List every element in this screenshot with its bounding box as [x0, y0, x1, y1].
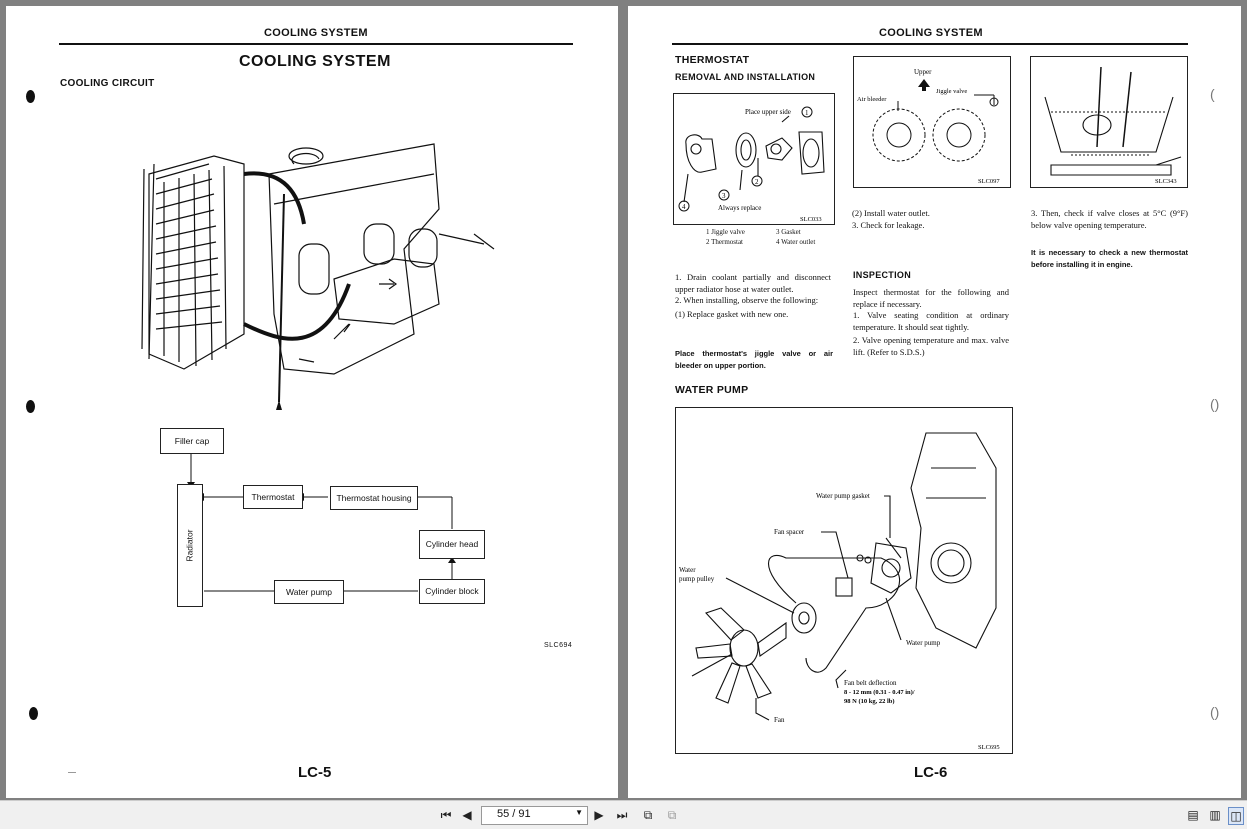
fig4-pump: Water pump: [906, 639, 941, 647]
fig4-deflect: Fan belt deflection: [844, 679, 897, 687]
legend-item: 3 Gasket: [776, 228, 801, 236]
fig4-spacer: Fan spacer: [774, 528, 805, 536]
radiator-label: Radiator: [184, 529, 195, 562]
fig4-pulley-line1: Water: [679, 566, 696, 574]
para: 2. Valve opening temperature and max. va…: [853, 335, 1009, 357]
para: (1) Replace gasket with new one.: [675, 308, 789, 319]
binder-mark: (): [1210, 704, 1220, 720]
running-header: COOLING SYSTEM: [879, 27, 983, 39]
section-heading: COOLING CIRCUIT: [60, 78, 155, 89]
flow-thermostat: Thermostat: [243, 485, 303, 509]
para: 1. Valve seating condition at ordinary t…: [853, 310, 1009, 332]
flow-radiator: Radiator: [177, 484, 203, 607]
fig2-upper: Upper: [914, 68, 932, 76]
col3-note: It is necessary to check a new thermosta…: [1031, 248, 1188, 269]
section-thermostat: THERMOSTAT: [675, 54, 750, 66]
flow-filler-cap: Filler cap: [160, 428, 224, 454]
section-inspection: INSPECTION: [853, 270, 912, 280]
fig4-fan: Fan: [774, 716, 785, 724]
col3-step: 3. Then, check if valve closes at 5°C (9…: [1031, 208, 1188, 230]
page-number: LC-5: [298, 764, 332, 781]
right-page: COOLING SYSTEM THERMOSTAT REMOVAL AND IN…: [628, 6, 1241, 798]
previous-page-icon[interactable]: ◀: [462, 808, 472, 822]
fig1-code: SLC033: [800, 216, 822, 223]
fig1-callout-3: 3: [722, 192, 726, 200]
figure-code: SLC694: [544, 642, 573, 649]
running-header: COOLING SYSTEM: [264, 27, 368, 39]
para: Inspect thermostat for the following and…: [853, 287, 1009, 309]
chevron-down-icon: ▼: [575, 808, 583, 817]
binder-hole: [26, 90, 35, 103]
binder-hole: [29, 707, 38, 720]
col2-steps: (2) Install water outlet. 3. Check for l…: [852, 208, 1012, 231]
col1-note: Place thermostat's jiggle valve or air b…: [675, 349, 833, 370]
para: 1. Drain coolant partially and disconnec…: [675, 272, 831, 294]
header-rule: [59, 43, 573, 45]
step: (2) Install water outlet.: [852, 208, 930, 218]
fig1-callout-4: 4: [682, 203, 686, 211]
flow-water-pump: Water pump: [274, 580, 344, 604]
single-page-icon[interactable]: ▤: [1187, 808, 1199, 822]
flow-thermostat-housing: Thermostat housing: [330, 486, 418, 510]
fig1-legend-left: 1 Jiggle valve 2 Thermostat: [706, 227, 776, 247]
legend-item: 2 Thermostat: [706, 238, 744, 246]
fig1-callout-2: 2: [755, 178, 759, 186]
page-select[interactable]: 55 / 91 ▼: [481, 806, 588, 825]
fig1-place-upper: Place upper side: [745, 108, 791, 116]
fig2-jiggle: Jiggle valve: [936, 88, 967, 95]
fig2-code: SLC097: [978, 178, 1000, 185]
flow-cylinder-block: Cylinder block: [419, 579, 485, 604]
page-mark: [68, 772, 76, 773]
flow-cylinder-head: Cylinder head: [419, 530, 485, 559]
inspection-text: Inspect thermostat for the following and…: [853, 287, 1009, 358]
fig4-deflect-value-1: 8 - 12 mm (0.31 - 0.47 in)/: [844, 689, 915, 696]
binder-mark: (: [1210, 86, 1215, 102]
figure-water-pump: Water pump gasket Fan spacer Water pump …: [675, 407, 1013, 754]
coolant-flow-lines: [187, 454, 456, 595]
header-rule: [672, 43, 1188, 45]
legend-item: 1 Jiggle valve: [706, 228, 745, 236]
page-title: COOLING SYSTEM: [239, 53, 391, 70]
fig3-code: SLC343: [1155, 178, 1177, 185]
fig1-callout-1: 1: [805, 109, 809, 117]
fig4-pulley-line2: pump pulley: [679, 575, 715, 583]
fig4-code: SLC695: [978, 744, 1000, 751]
two-page-icon[interactable]: ◫: [1228, 807, 1244, 825]
last-page-icon[interactable]: ⏭: [616, 807, 628, 822]
engine-cooling-illustration: [141, 143, 495, 410]
fig4-gasket: Water pump gasket: [816, 492, 870, 500]
forward-view-icon[interactable]: ⧉: [667, 807, 677, 822]
fig1-always-replace: Always replace: [718, 204, 761, 212]
binder-mark: (): [1210, 396, 1220, 412]
viewer-toolbar: ⏮ ◀ 55 / 91 ▼ ▶ ⏭ ⧉ ⧉ ▤ ▥ ◫: [0, 800, 1247, 829]
fig4-deflect-value-2: 98 N (10 kg, 22 lb): [844, 698, 895, 705]
section-water-pump: WATER PUMP: [675, 384, 749, 396]
subsection-removal: REMOVAL AND INSTALLATION: [675, 72, 816, 82]
left-page: COOLING SYSTEM COOLING SYSTEM COOLING CI…: [6, 6, 618, 798]
page-indicator: 55 / 91: [497, 808, 531, 820]
col1-text: 1. Drain coolant partially and disconnec…: [675, 272, 831, 320]
fig2-air-bleeder: Air bleeder: [857, 96, 887, 103]
para: 2. When installing, observe the followin…: [675, 295, 819, 305]
first-page-icon[interactable]: ⏮: [440, 807, 452, 822]
page-number: LC-6: [914, 764, 948, 781]
legend-item: 4 Water outlet: [776, 238, 816, 246]
next-page-icon[interactable]: ▶: [594, 808, 604, 822]
continuous-page-icon[interactable]: ▥: [1209, 808, 1221, 822]
figure-thermostat-test: SLC343: [1030, 56, 1188, 188]
figure-thermostat-exploded: Place upper side 1 2 3 4 Always replace …: [673, 93, 835, 225]
step: 3. Check for leakage.: [852, 219, 925, 230]
figure-thermostat-top: Upper Jiggle valve Air bleeder SLC097: [853, 56, 1011, 188]
binder-hole: [26, 400, 35, 413]
fig1-legend-right: 3 Gasket 4 Water outlet: [776, 227, 846, 247]
back-view-icon[interactable]: ⧉: [643, 807, 653, 822]
